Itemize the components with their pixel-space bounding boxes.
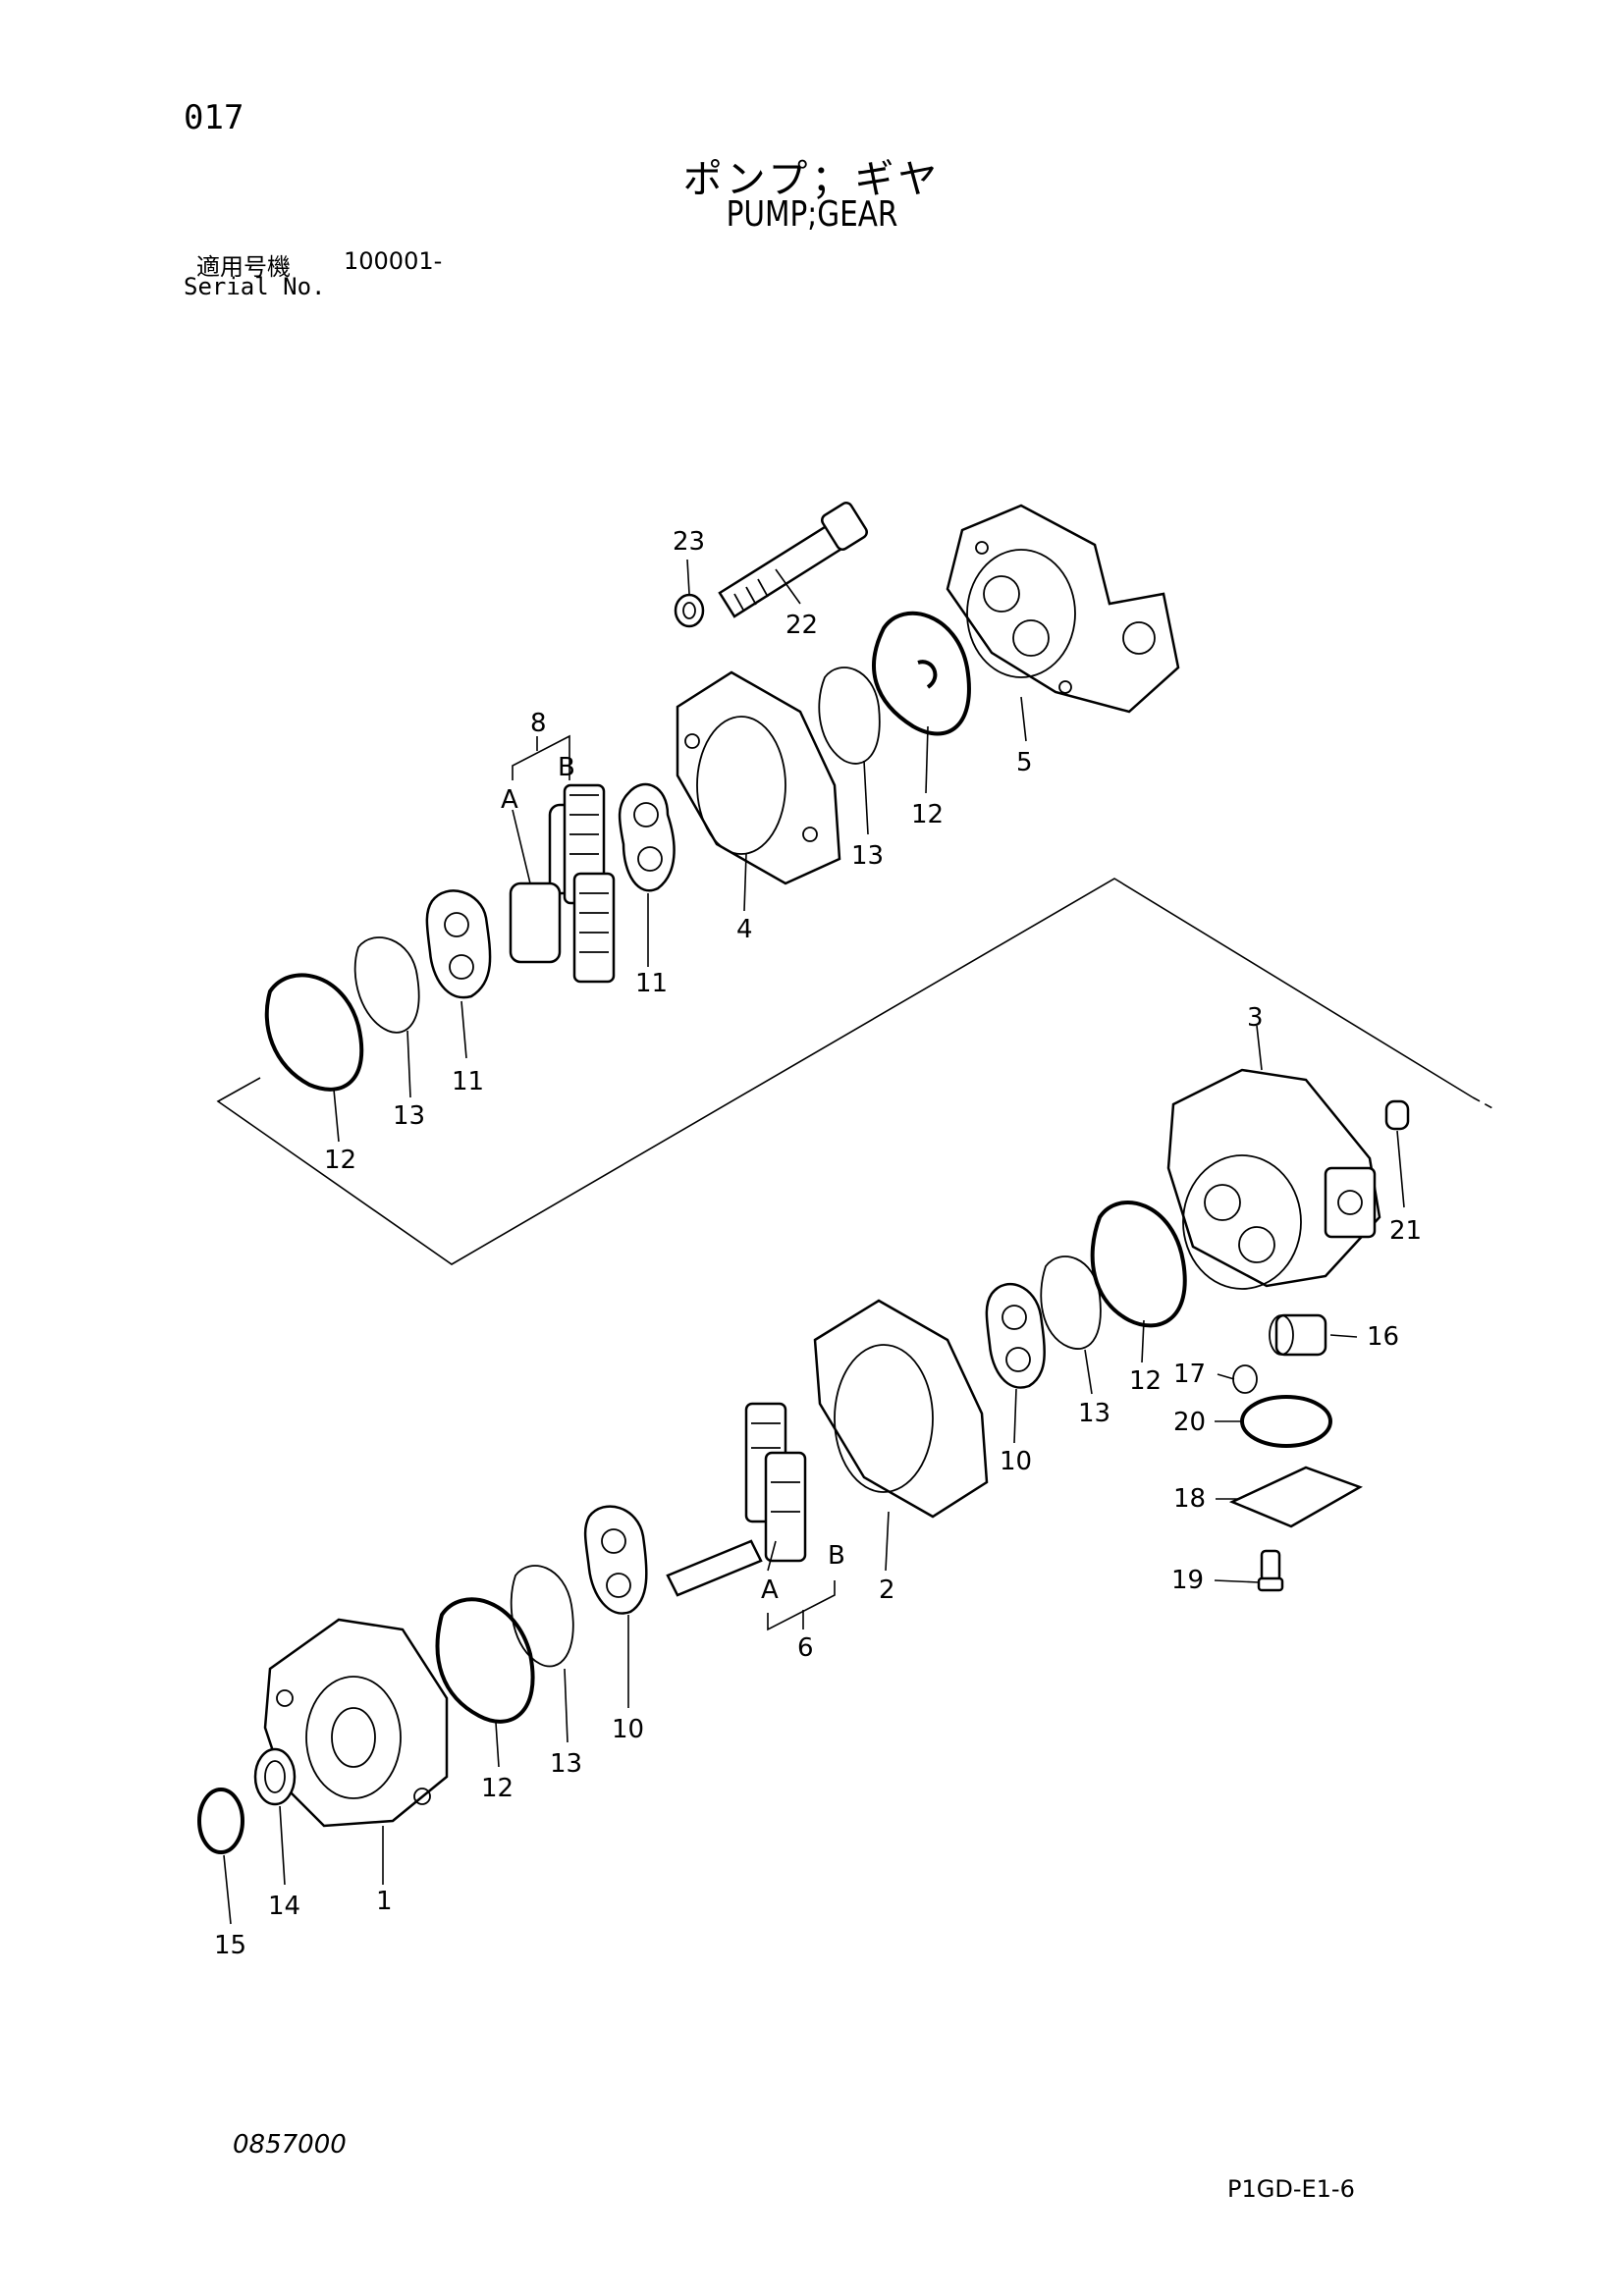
part-13-backup-ring-left: [353, 936, 420, 1034]
part-11-wear-plate-lower: [425, 889, 492, 999]
callout-13: 13: [851, 841, 884, 871]
part-5-rear-cover: [946, 504, 1180, 714]
callout-8: 8: [530, 709, 547, 738]
part-2-gear-housing: [813, 1299, 989, 1519]
callout-12: 12: [481, 1774, 514, 1803]
part-10-side-plate-right: [985, 1283, 1046, 1389]
callout-20: 20: [1173, 1408, 1206, 1437]
callout-a: A: [761, 1575, 779, 1605]
document-number: 0857000: [233, 2130, 347, 2160]
part-6-gear-set: [666, 1402, 807, 1597]
serial-label-japanese: 適用号機: [196, 253, 291, 281]
callout-10: 10: [612, 1715, 644, 1744]
page-number: 017: [184, 98, 244, 137]
callout-16: 16: [1367, 1322, 1399, 1352]
callout-13: 13: [1078, 1399, 1110, 1428]
part-12-seal-lower-left: [435, 1597, 535, 1724]
callout-1: 1: [376, 1887, 393, 1916]
part-22-bolt: [718, 502, 868, 618]
callout-23: 23: [673, 527, 705, 557]
part-23-washer: [674, 593, 705, 628]
part-1-mounting-flange: [263, 1618, 449, 1828]
callout-14: 14: [268, 1892, 300, 1921]
callout-13: 13: [550, 1749, 582, 1779]
part-17-o-ring: [1232, 1364, 1258, 1394]
callout-12: 12: [911, 800, 944, 829]
callout-4: 4: [736, 915, 753, 944]
part-12-seal-top: [872, 611, 971, 736]
assembly-axis-dash: [1472, 1096, 1495, 1110]
callout-6: 6: [797, 1633, 814, 1663]
callout-11: 11: [452, 1067, 484, 1096]
callout-12: 12: [1129, 1366, 1162, 1396]
assembly-axis-outline: [216, 878, 1474, 1265]
part-8-gear-set: [509, 783, 616, 984]
callout-17: 17: [1173, 1360, 1206, 1389]
leader-lines: [223, 559, 1405, 1925]
callout-12: 12: [324, 1146, 356, 1175]
part-16-needle-bearing: [1269, 1313, 1327, 1357]
callout-b: B: [558, 753, 575, 782]
callout-13: 13: [393, 1101, 425, 1131]
part-13-backup-ring-top: [818, 667, 881, 765]
page-title-japanese: ポンプ；ギヤ: [682, 157, 942, 202]
part-10-side-plate-left: [583, 1505, 648, 1615]
part-11-wear-plate-upper: [618, 782, 676, 892]
serial-number-value: 100001-: [344, 247, 443, 275]
callout-b: B: [828, 1541, 845, 1571]
callout-3: 3: [1247, 1003, 1264, 1033]
part-21-pin: [1384, 1099, 1410, 1131]
part-12-seal-lower-right: [1090, 1201, 1187, 1328]
part-4-gear-housing: [676, 670, 841, 885]
document-code: P1GD-E1-6: [1227, 2175, 1355, 2203]
part-20-o-ring: [1240, 1395, 1332, 1448]
callout-22: 22: [785, 611, 818, 640]
callout-18: 18: [1173, 1484, 1206, 1514]
serial-label-english: Serial No.: [184, 273, 326, 300]
callout-21: 21: [1389, 1216, 1422, 1246]
part-15-snap-ring: [197, 1788, 244, 1854]
callout-2: 2: [879, 1575, 895, 1605]
callout-10: 10: [1000, 1447, 1032, 1476]
part-12-seal-left: [264, 973, 364, 1092]
part-19-bolt: [1257, 1549, 1284, 1592]
callout-15: 15: [214, 1931, 246, 1960]
part-13-backup-ring-lower-right: [1040, 1255, 1102, 1350]
callout-11: 11: [635, 969, 668, 998]
callout-a: A: [501, 785, 518, 815]
callout-19: 19: [1171, 1566, 1204, 1595]
part-3-front-housing: [1166, 1068, 1381, 1290]
callout-labels: 23 22 5 12 13 8 B A 4 11 11 13 12 3 21 1…: [214, 527, 1422, 1960]
part-14-oil-seal: [253, 1747, 297, 1806]
part-18-cover-plate: [1228, 1466, 1363, 1528]
part-13-backup-ring-lower-left: [510, 1565, 574, 1668]
callout-5: 5: [1016, 748, 1033, 777]
page-title-english: PUMP;GEAR: [726, 194, 898, 235]
